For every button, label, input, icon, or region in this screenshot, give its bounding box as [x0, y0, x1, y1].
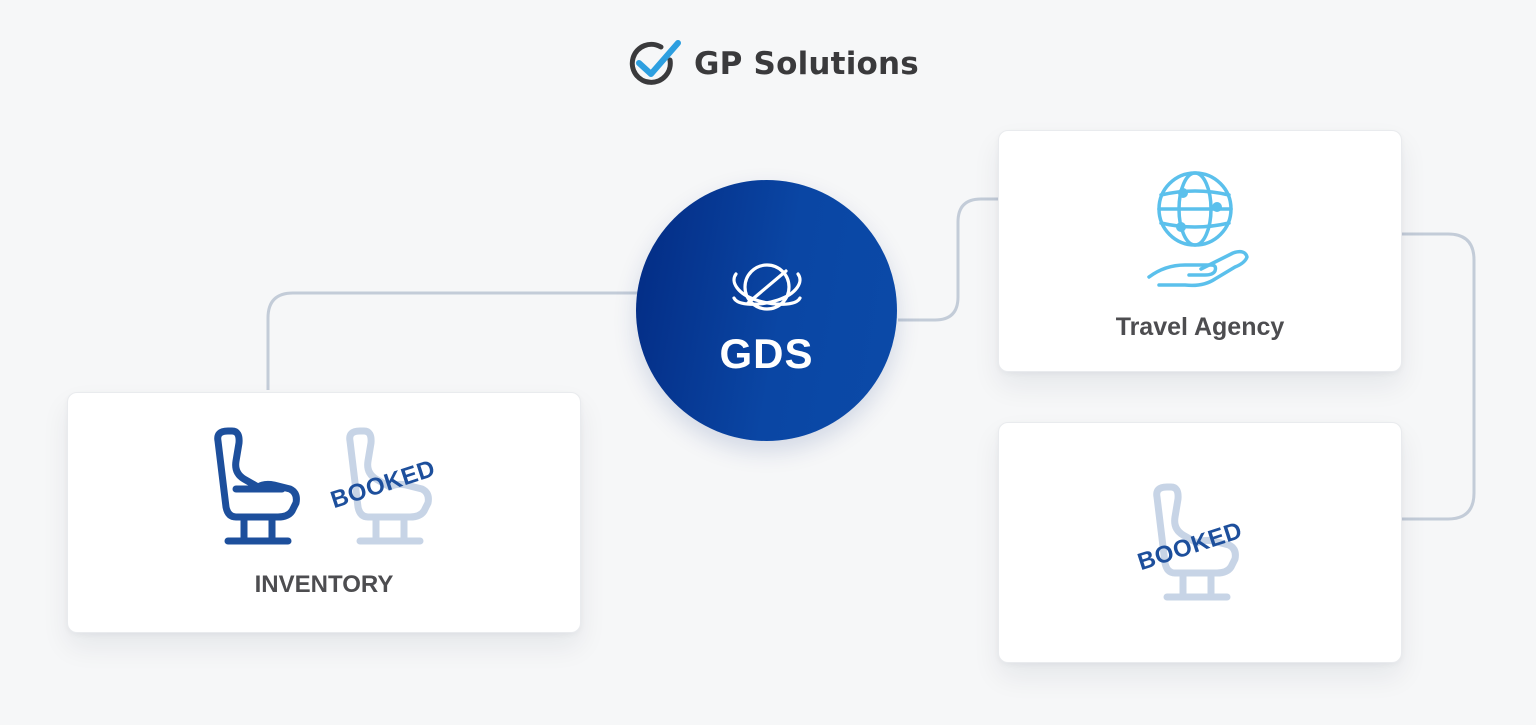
- seat-icon-booked: [1153, 483, 1239, 601]
- travel-agency-label: Travel Agency: [1115, 313, 1285, 341]
- globe-in-hand-icon: [1147, 171, 1249, 288]
- connector-travel-agency-booked: [1402, 232, 1476, 521]
- brand-name: GP Solutions: [694, 46, 919, 82]
- inventory-label: INVENTORY: [254, 571, 394, 598]
- check-circle-icon: [629, 40, 681, 85]
- seat-icon-available: [214, 427, 300, 545]
- orbit-globe-icon: [732, 263, 802, 311]
- gds-node: GDS: [636, 180, 897, 441]
- travel-agency-card: Travel Agency: [998, 130, 1402, 372]
- booked-seat-card: BOOKED: [998, 422, 1402, 663]
- connector-gds-travel-agency: [898, 197, 998, 322]
- connector-inventory-gds: [266, 291, 640, 390]
- inventory-card: BOOKED INVENTORY: [67, 392, 581, 633]
- seat-icon-booked: [346, 427, 432, 545]
- gds-label: GDS: [719, 330, 814, 377]
- gp-solutions-logo: GP Solutions: [626, 36, 919, 92]
